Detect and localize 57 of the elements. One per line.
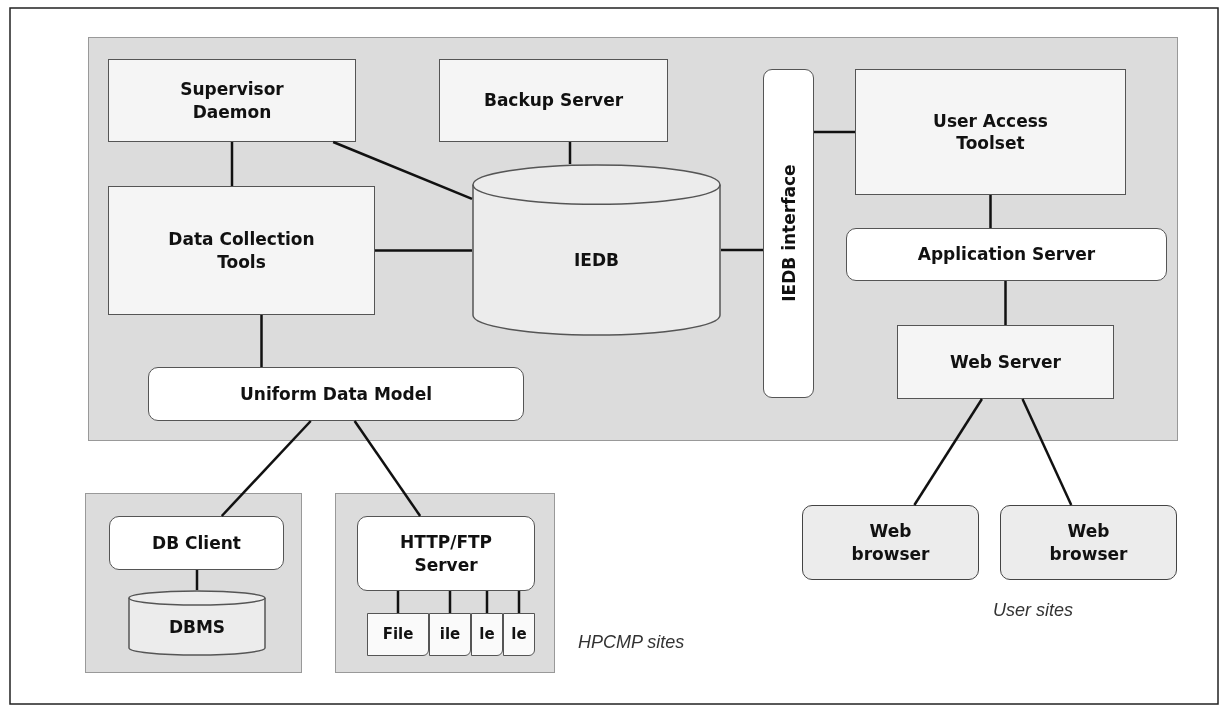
file-document [503, 613, 535, 656]
service-box [148, 367, 524, 421]
site-panel [85, 493, 302, 673]
connector-line [332, 140, 473, 201]
connector-line [517, 591, 521, 613]
connector-line [353, 420, 422, 517]
client-box [1000, 505, 1177, 580]
service-box [357, 516, 535, 591]
node-label: User Access Toolset [932, 109, 1049, 155]
connector-line [989, 195, 992, 228]
site-panel [335, 493, 555, 673]
process-box [439, 59, 668, 142]
node-label: Web browser [850, 520, 931, 565]
node-label: Web Server [949, 350, 1062, 374]
node-label: le [479, 624, 495, 645]
node-label: Supervisor Daemon [179, 78, 285, 123]
node-label: DB Client [151, 531, 242, 555]
node-label: Data Collection Tools [167, 228, 316, 273]
connector-line [814, 130, 855, 134]
node-label: Uniform Data Model [238, 382, 433, 406]
connector-line [260, 315, 263, 367]
connector-line [448, 591, 452, 613]
node-label: Backup Server [482, 89, 625, 112]
node-label: HTTP/FTP Server [398, 531, 494, 576]
connector-line [230, 142, 234, 186]
connector-line [913, 398, 983, 506]
file-document [367, 613, 429, 656]
file-document [471, 613, 503, 656]
node-label: File [382, 624, 414, 645]
connector-line [220, 420, 312, 517]
file-document [429, 613, 471, 656]
connector-line [721, 248, 763, 252]
process-box [897, 325, 1114, 399]
connector-line [1004, 281, 1007, 325]
connector-line [568, 142, 572, 164]
site-caption: HPCMP sites [578, 632, 685, 653]
process-box [855, 69, 1126, 195]
node-label: le [511, 624, 527, 645]
interface-bar [763, 69, 814, 398]
node-label: IEDB interface [777, 164, 800, 303]
site-caption: User sites [993, 600, 1073, 621]
node-label: IEDB [574, 249, 619, 272]
connector-line [396, 591, 400, 613]
node-label: DBMS [168, 615, 226, 639]
connector-line [195, 570, 199, 590]
connector-line [375, 249, 472, 252]
client-box [802, 505, 979, 580]
connector-line [485, 591, 489, 613]
site-panel [88, 37, 1178, 441]
process-box [108, 59, 356, 142]
connector-line [1021, 398, 1073, 506]
node-label: Web browser [1048, 520, 1129, 565]
node-label: Application Server [916, 243, 1097, 266]
process-box [108, 186, 375, 315]
service-box [846, 228, 1167, 281]
service-box [109, 516, 284, 570]
node-label: ile [439, 624, 461, 645]
